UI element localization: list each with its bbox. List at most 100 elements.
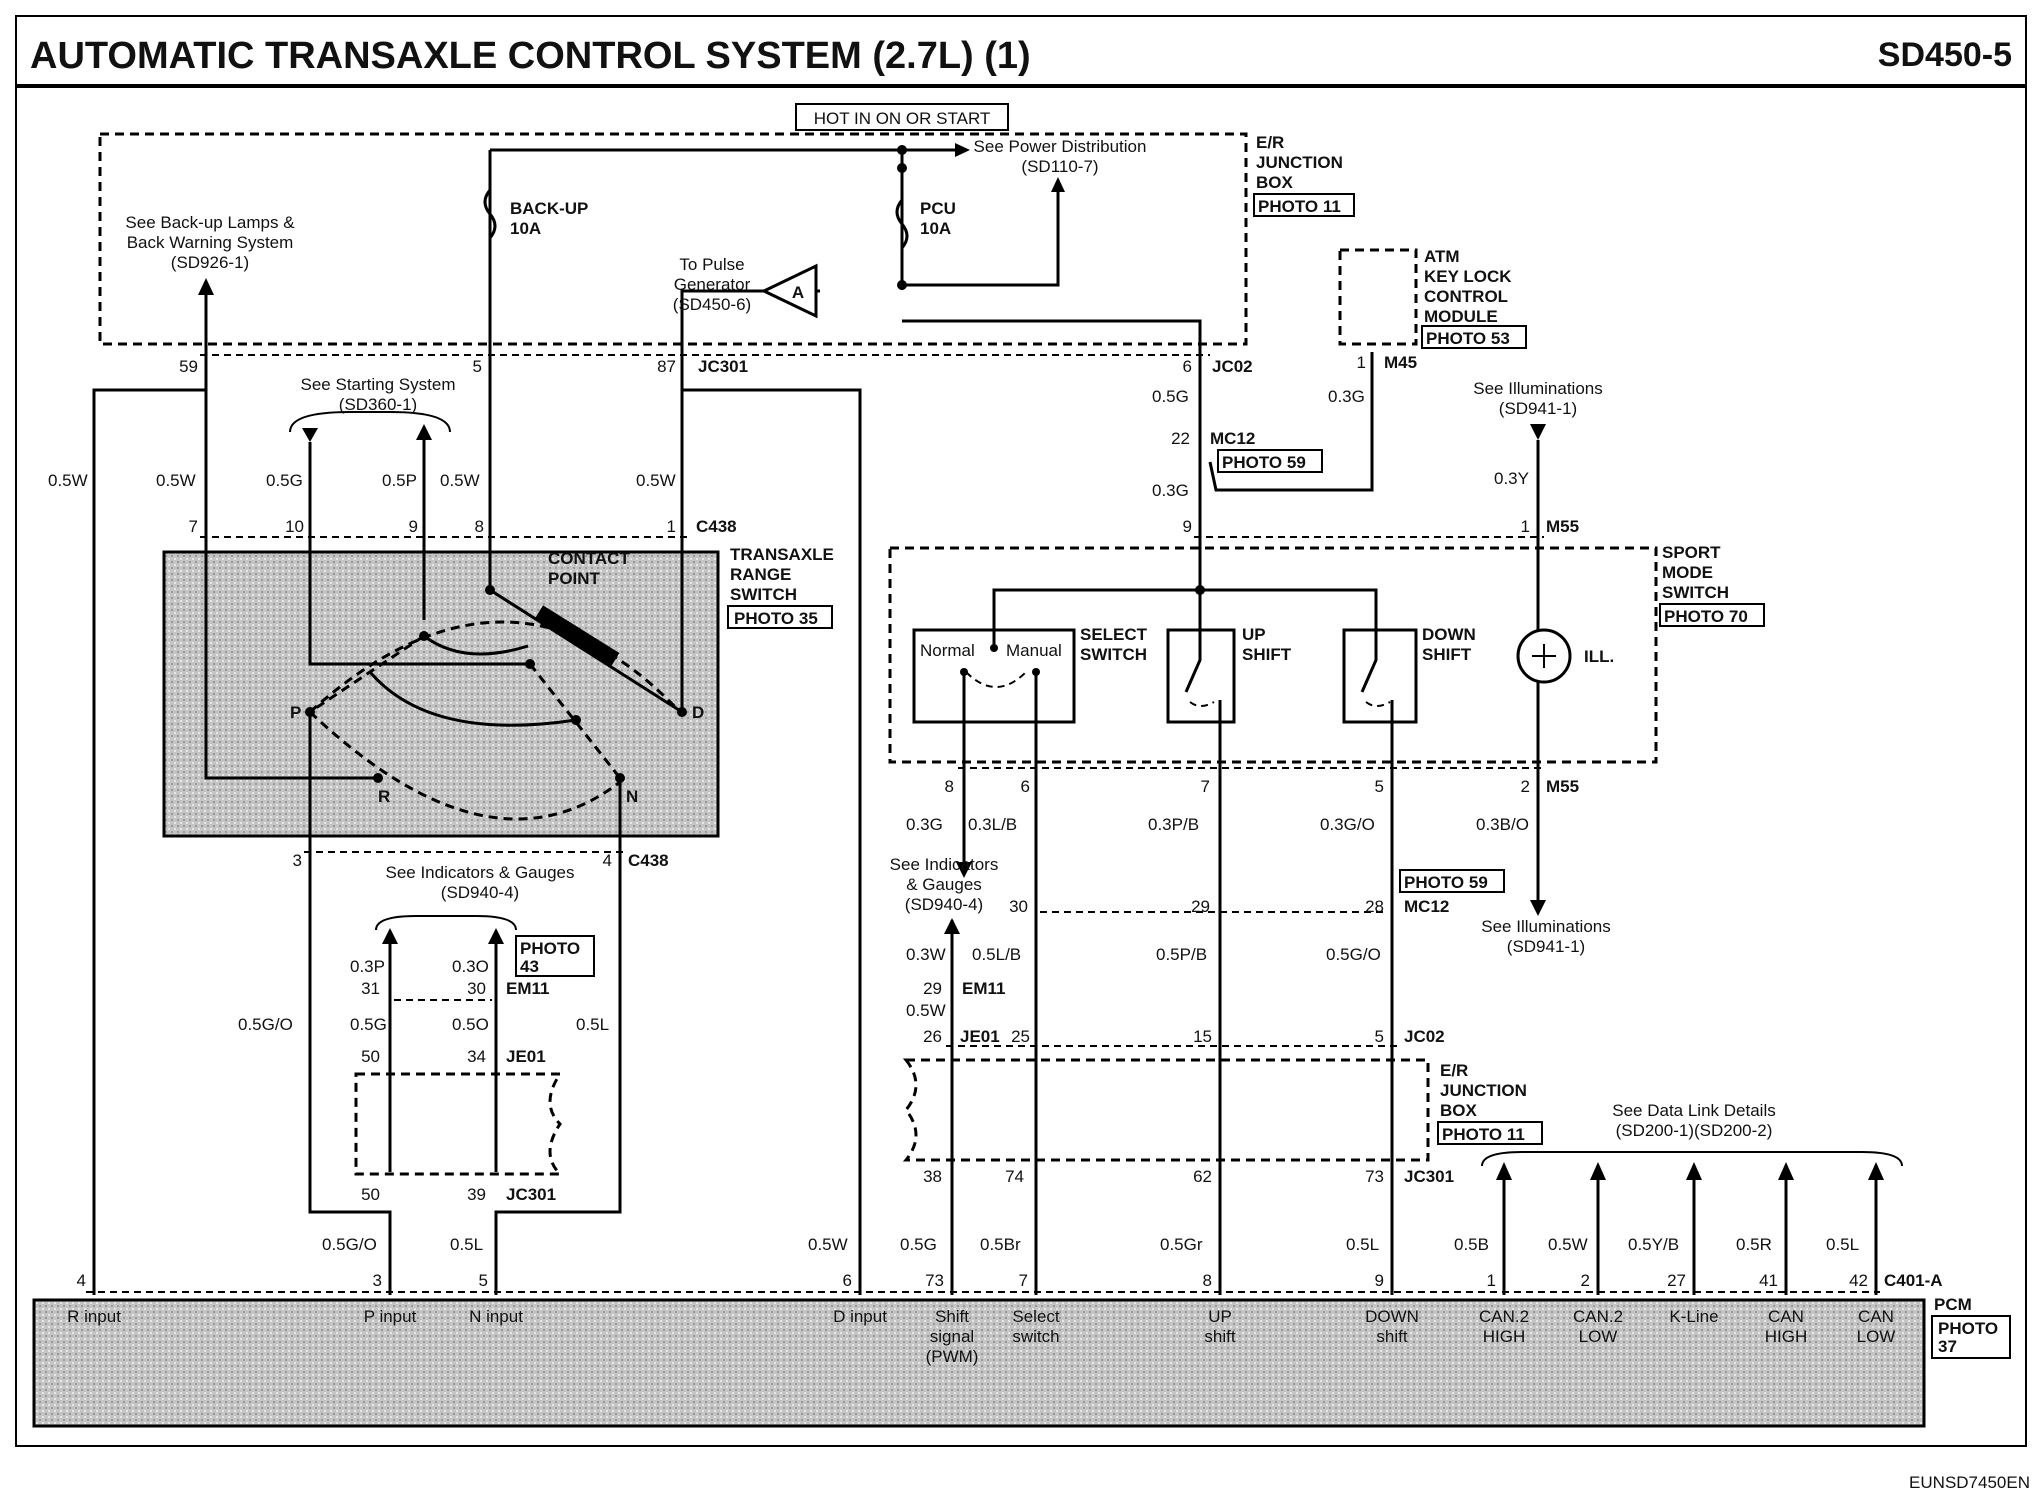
photo43-line2: 43 <box>520 957 539 976</box>
conn-m45: M45 <box>1384 353 1417 372</box>
ill-label: ILL. <box>1584 647 1614 666</box>
splice-3 <box>897 280 907 290</box>
int-dash-arc-2 <box>308 710 621 821</box>
photo59-mid: PHOTO 59 <box>1404 873 1488 892</box>
p-input-wire <box>308 836 392 1295</box>
pin-9: 9 <box>409 517 418 536</box>
w-7b-label: 0.3P/B <box>1148 815 1199 834</box>
up-line1: UP <box>1242 625 1266 644</box>
pcm-can2h-2: HIGH <box>1483 1327 1526 1346</box>
pcm-name: PCM <box>1934 1295 1972 1314</box>
atm-line1: ATM <box>1424 247 1460 266</box>
pin-5: 5 <box>473 357 482 376</box>
backup-fuse-name: BACK-UP <box>510 199 588 218</box>
pin-38: 38 <box>923 1167 942 1186</box>
pcm-can2l-1: CAN.2 <box>1573 1307 1623 1326</box>
pin-1-m45: 1 <box>1357 353 1366 372</box>
page-frame <box>15 15 2027 1447</box>
d-input-wire <box>682 388 862 1295</box>
w-l1-label: 0.3P <box>350 957 385 976</box>
backup-fuse-icon <box>483 189 497 239</box>
pin-62: 62 <box>1193 1167 1212 1186</box>
w-l6-label: 0.5L <box>576 1015 609 1034</box>
up-line2: SHIFT <box>1242 645 1292 664</box>
w-l8-label: 0.5L <box>450 1235 483 1254</box>
pin-pcm-27: 27 <box>1667 1271 1686 1290</box>
power-dist-arrow <box>955 143 970 157</box>
er-jb-line3: BOX <box>1256 173 1294 192</box>
starting-arrow-down <box>302 428 318 442</box>
pcu-fuse-rating: 10A <box>920 219 951 238</box>
int-r <box>204 552 378 780</box>
conn-mc12-top: MC12 <box>1210 429 1255 448</box>
conn-em11-right: EM11 <box>962 979 1005 998</box>
pin-pcm-8: 8 <box>1203 1271 1212 1290</box>
pcu-fuse-icon <box>895 199 909 249</box>
pin-22: 22 <box>1171 429 1190 448</box>
w-l4-label: 0.5O <box>452 1015 489 1034</box>
pcm-module <box>32 1298 1926 1428</box>
atm-line3: CONTROL <box>1424 287 1508 306</box>
w-left-05w: 0.5W <box>48 471 88 490</box>
down-switch-arc <box>1365 701 1391 707</box>
pin-34-je01: 34 <box>467 1047 486 1066</box>
er-junction-box-top <box>98 132 1248 346</box>
pos-r: R <box>378 787 390 806</box>
page-title: AUTOMATIC TRANSAXLE CONTROL SYSTEM (2.7L… <box>30 35 1031 77</box>
pin-8-sport: 8 <box>945 777 954 796</box>
conn-jc301-top: JC301 <box>698 357 748 376</box>
pin-25: 25 <box>1011 1027 1030 1046</box>
pin-74: 74 <box>1005 1167 1024 1186</box>
pin-pcm-6: 6 <box>843 1271 852 1290</box>
node-d <box>677 707 687 717</box>
w-l5-label: 0.5G/O <box>238 1015 293 1034</box>
pcm-canh-2: HIGH <box>1765 1327 1808 1346</box>
n-input-wire <box>494 836 622 1295</box>
down-line2: SHIFT <box>1422 645 1472 664</box>
power-dist-arrow-2 <box>1051 177 1065 192</box>
pin-4-c438: 4 <box>603 851 612 870</box>
int-dash-3 <box>309 634 425 714</box>
can-arrow-3 <box>1686 1162 1702 1180</box>
w-c1-label: 0.5B <box>1454 1235 1489 1254</box>
w-d-label: 0.5W <box>808 1235 848 1254</box>
int-arc-1 <box>423 634 529 656</box>
pcm-up-2: shift <box>1204 1327 1235 1346</box>
ref-ind-left-1: See Indicators & Gauges <box>385 863 574 882</box>
w-s4-label: 0.5L <box>1346 1235 1379 1254</box>
w-8-label: 0.5W <box>440 471 480 490</box>
conn-jc301-left: JC301 <box>506 1185 556 1204</box>
pcm-canl-2: LOW <box>1857 1327 1896 1346</box>
starting-arrow-up <box>416 424 432 440</box>
starting-bracket <box>289 411 451 433</box>
pcm-shift-3: (PWM) <box>926 1347 979 1366</box>
pin-5-sport: 5 <box>1375 777 1384 796</box>
ref-pulse-2: Generator <box>674 275 751 294</box>
ref-illum-bottom-1: See Illuminations <box>1481 917 1610 936</box>
w-10-label: 0.5G <box>266 471 303 490</box>
pin-30-mc12: 30 <box>1009 897 1028 916</box>
up-switch-arc <box>1189 701 1215 707</box>
atm-wire <box>1208 352 1374 492</box>
pin-pcm-3: 3 <box>373 1271 382 1290</box>
pcm-up-1: UP <box>1208 1307 1232 1326</box>
conn-c438-top: C438 <box>696 517 737 536</box>
int-dash-arc-1 <box>308 620 682 714</box>
pcm-canh-1: CAN <box>1768 1307 1804 1326</box>
pin-31: 31 <box>361 979 380 998</box>
w-9-label: 0.5P <box>382 471 417 490</box>
w-jc02-label: 0.5G <box>1152 387 1189 406</box>
ref-ind-right-2: & Gauges <box>906 875 982 894</box>
pin-29-em11: 29 <box>923 979 942 998</box>
can-arrow-2 <box>1590 1162 1606 1180</box>
photo43-line1: PHOTO <box>520 939 580 958</box>
er-junction-box-lower <box>902 1058 1430 1162</box>
ref-illum-top-2: (SD941-1) <box>1499 399 1577 418</box>
w-m55-label: 0.3Y <box>1494 469 1529 488</box>
range-switch-line3: SWITCH <box>730 585 797 604</box>
can-arrow-4 <box>1778 1162 1794 1180</box>
w-s2-label: 0.5Br <box>980 1235 1021 1254</box>
w-5b-label: 0.3G/O <box>1320 815 1375 834</box>
pcm-can2l-2: LOW <box>1579 1327 1618 1346</box>
